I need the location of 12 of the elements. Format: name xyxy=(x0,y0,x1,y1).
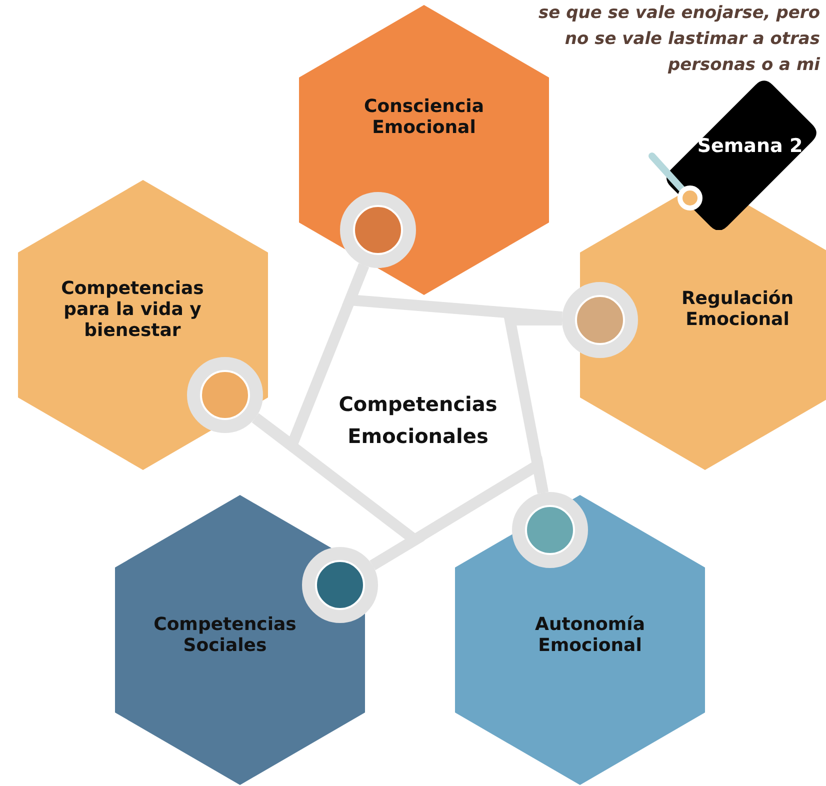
node-label: Competencias para la vida y bienestar xyxy=(60,278,205,341)
note-text: se que se vale enojarse, pero no se vale lastimar a otras personas o a mi xyxy=(538,2,820,77)
node-label: Consciencia Emocional xyxy=(363,96,485,138)
connector-line xyxy=(370,456,548,570)
node-label: Semana 2 xyxy=(696,136,804,157)
hexagon-node xyxy=(18,180,268,470)
hexagon-node xyxy=(115,495,378,785)
node-label: Regulación Emocional xyxy=(680,288,795,330)
node-label: Autonomía Emocional xyxy=(534,614,646,656)
center-title: Competencias Emocionales xyxy=(338,391,498,450)
node-label: Competencias Sociales xyxy=(152,614,298,656)
hexagon-node xyxy=(455,492,705,785)
